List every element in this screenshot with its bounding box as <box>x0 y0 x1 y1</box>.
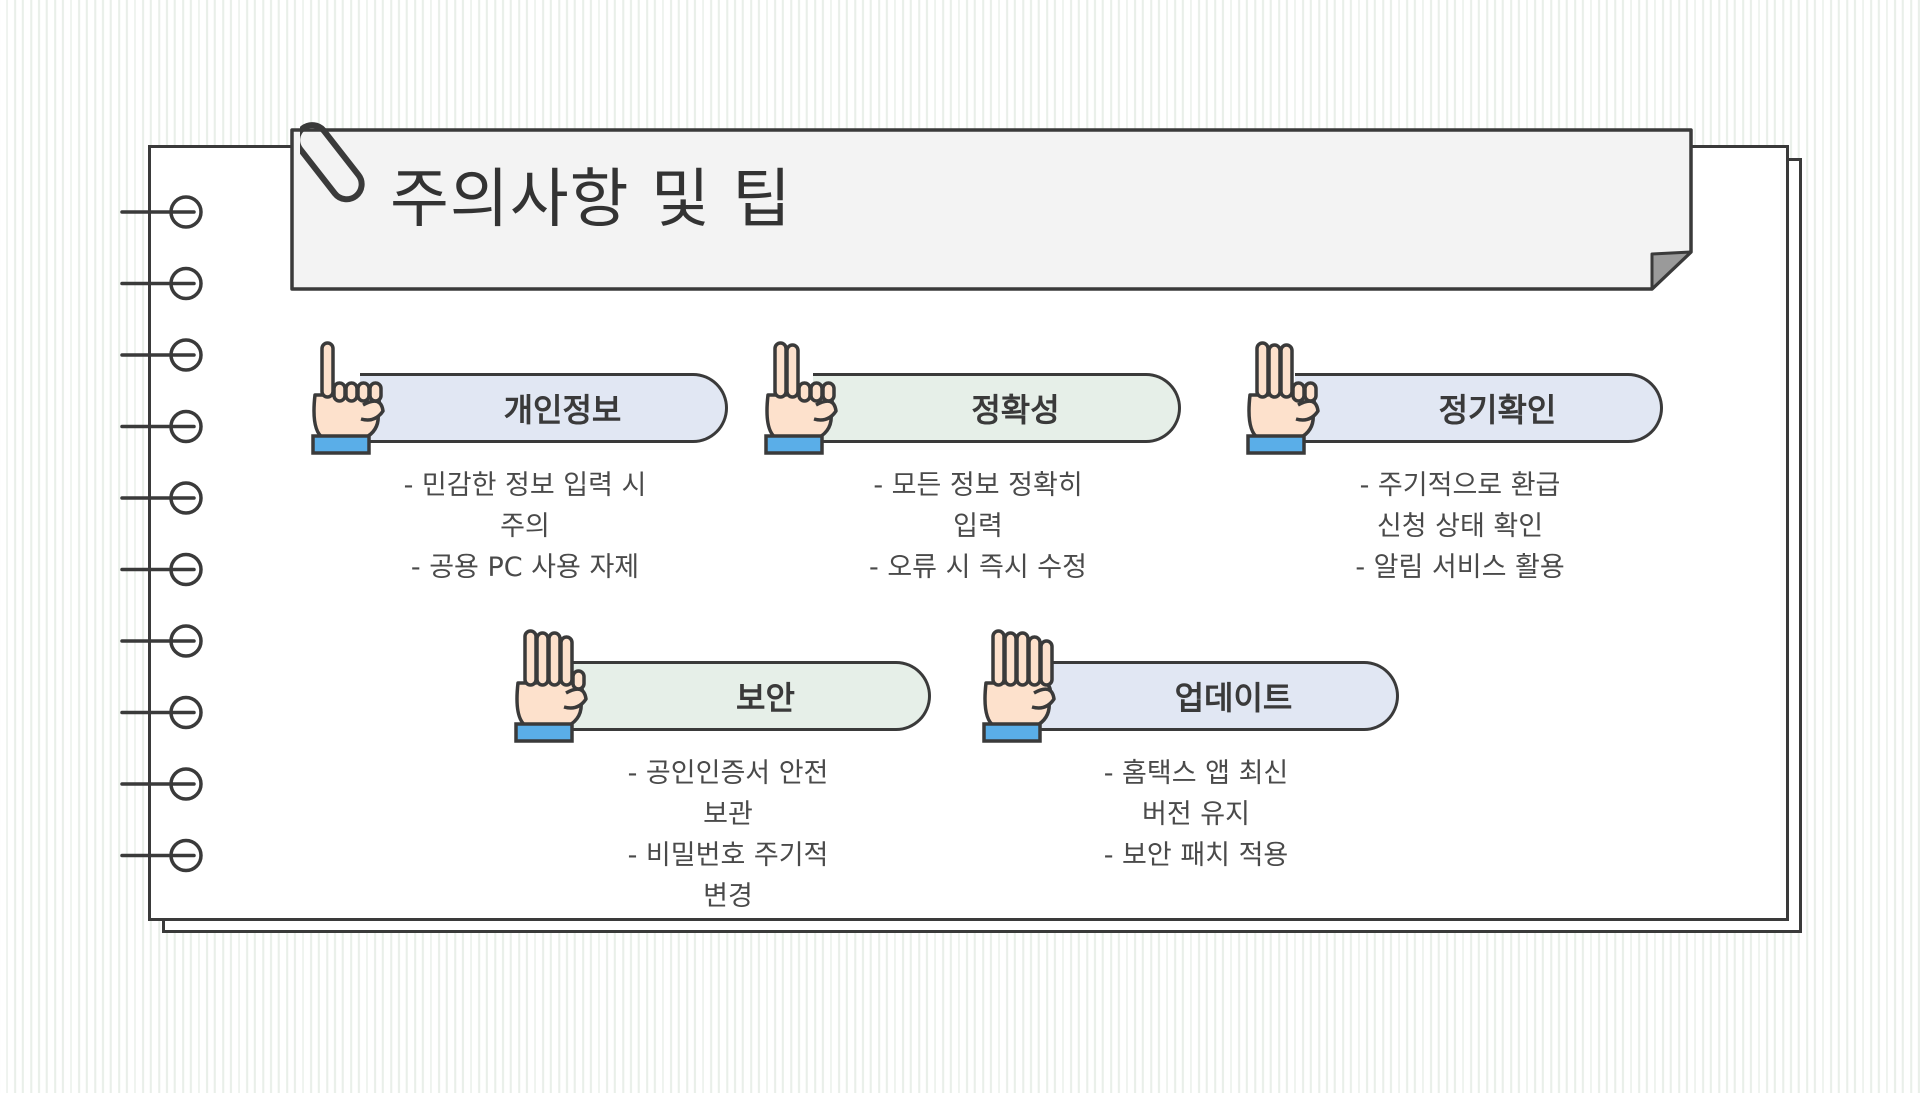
page-title: 주의사항 및 팁 <box>390 163 792 237</box>
tip-description-line: - 공용 PC 사용 자제 <box>410 552 640 583</box>
binding-ring <box>120 552 203 587</box>
tip-description-line: - 공인인증서 안전 <box>627 758 829 789</box>
tip-description-line: - 홈택스 앱 최신 <box>1103 758 1289 789</box>
tip-description-line: - 오류 시 즉시 수정 <box>869 552 1087 583</box>
one-finger-hand-icon <box>311 341 385 455</box>
binding-ring <box>120 838 203 873</box>
three-fingers-hand-icon <box>1246 341 1320 455</box>
tip-description-line: 입력 <box>953 511 1003 542</box>
tip-description-line: 주의 <box>500 511 550 542</box>
tip-description-line: - 비밀번호 주기적 <box>627 840 829 871</box>
tip-label: 정확성 <box>971 391 1060 429</box>
tip-description-line: - 보안 패치 적용 <box>1103 840 1289 871</box>
binding-ring <box>120 481 203 515</box>
five-fingers-hand-icon <box>982 629 1056 743</box>
tip-header: 보안 <box>508 623 988 743</box>
spiral-binding <box>120 195 203 873</box>
tip-description-line: 버전 유지 <box>1142 799 1250 830</box>
four-fingers-hand-icon <box>514 629 588 743</box>
binding-ring <box>120 624 203 658</box>
tip-header: 개인정보 <box>305 335 785 455</box>
title-banner <box>290 128 1693 291</box>
tip-label-pill: 정기확인 <box>1295 373 1663 443</box>
tip-label: 보안 <box>736 679 795 717</box>
tip-header: 업데이트 <box>976 623 1456 743</box>
binding-ring <box>120 695 203 730</box>
tip-description-line: - 알림 서비스 활용 <box>1355 552 1565 583</box>
tip-description-line: 보관 <box>703 799 753 830</box>
binding-ring <box>120 338 203 372</box>
tip-label: 정기확인 <box>1438 391 1557 429</box>
tip-label-pill: 업데이트 <box>1031 661 1399 731</box>
tip-label-pill: 정확성 <box>813 373 1181 443</box>
tip-label: 업데이트 <box>1174 679 1293 717</box>
binding-ring <box>120 266 203 301</box>
tip-description-line: - 주기적으로 환급 <box>1359 470 1561 501</box>
binding-ring <box>120 409 203 444</box>
binding-ring <box>120 195 203 229</box>
tip-label: 개인정보 <box>503 391 622 429</box>
tip-description-line: 신청 상태 확인 <box>1376 511 1544 542</box>
tip-description-line: - 모든 정보 정확히 <box>873 470 1083 501</box>
binding-ring <box>120 767 203 801</box>
tip-header: 정확성 <box>758 335 1238 455</box>
two-fingers-hand-icon <box>764 341 838 455</box>
tip-description-line: 변경 <box>703 881 753 912</box>
tip-label-pill: 보안 <box>563 661 931 731</box>
tip-description-line: - 민감한 정보 입력 시 <box>403 470 647 501</box>
tip-header: 정기확인 <box>1240 335 1720 455</box>
paper-clip-icon <box>300 122 365 203</box>
tip-label-pill: 개인정보 <box>360 373 728 443</box>
